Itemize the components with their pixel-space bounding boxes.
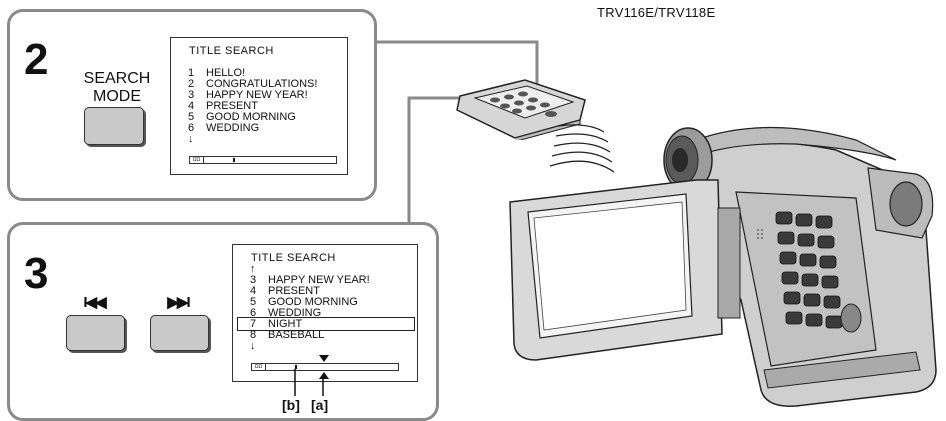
- title-text: HAPPY NEW YEAR!: [206, 89, 308, 101]
- infrared-signal-waves: [549, 124, 615, 173]
- title-text: NIGHT: [268, 318, 303, 330]
- title-text: CONGRATULATIONS!: [206, 78, 318, 90]
- search-mode-button[interactable]: [84, 107, 144, 145]
- label-a: [a]: [311, 397, 329, 413]
- title-number: 4: [250, 285, 257, 297]
- title-text: HELLO!: [206, 67, 246, 79]
- model-name: TRV116E/TRV118E: [597, 5, 716, 20]
- step3-screen-title: TITLE SEARCH: [251, 252, 336, 264]
- tape-icon: ΩΩ: [190, 157, 204, 163]
- title-number: 6: [188, 122, 195, 134]
- camcorder-illustration: [509, 126, 937, 407]
- tape-position-marker: [233, 158, 235, 162]
- title-text: PRESENT: [206, 100, 258, 112]
- label-b: [b]: [282, 397, 300, 413]
- search-mode-label-line1: SEARCH: [83, 70, 151, 87]
- title-list-item[interactable]: 4 PRESENT: [188, 101, 258, 112]
- title-text: WEDDING: [206, 122, 260, 134]
- title-number: 4: [188, 100, 195, 112]
- step2-title-search-screen: TITLE SEARCH 1 HELLO! 2 CONGRATULATIONS! 3 HA…: [170, 37, 348, 175]
- tape-icon: ΩΩ: [252, 364, 266, 370]
- step3-more-arrow: ↓: [250, 340, 256, 352]
- title-list-item[interactable]: 7 NIGHT: [250, 319, 302, 330]
- title-number: 6: [250, 307, 257, 319]
- title-number: 5: [250, 296, 257, 308]
- step3-tape-counter-bar: ΩΩ: [251, 363, 399, 371]
- forward-button[interactable]: [150, 315, 209, 351]
- title-number: 2: [188, 78, 195, 90]
- title-list-item[interactable]: 6 WEDDING: [250, 308, 321, 319]
- step2-tape-counter-bar: ΩΩ: [189, 156, 337, 164]
- step3-number: 3: [24, 249, 49, 298]
- step2-more-arrow: ↓: [188, 133, 194, 145]
- title-list-item[interactable]: 2 CONGRATULATIONS!: [188, 79, 317, 90]
- title-text: BASEBALL: [268, 329, 325, 341]
- title-list-item[interactable]: 6 WEDDING: [188, 123, 259, 134]
- selection-highlight-box: [237, 317, 415, 331]
- title-list-item[interactable]: 1 HELLO!: [188, 68, 245, 79]
- title-number: 8: [250, 329, 257, 341]
- end-point-triangle-marker: [319, 355, 329, 362]
- step2-screen-title: TITLE SEARCH: [189, 45, 274, 57]
- title-number: 3: [188, 89, 195, 101]
- title-list-item[interactable]: 5 GOOD MORNING: [188, 112, 296, 123]
- forward-symbol: ▶▶I: [167, 294, 190, 311]
- step3-up-arrow: ↑: [250, 263, 256, 275]
- search-mode-label-line2: MODE: [93, 88, 141, 105]
- current-position-marker: [295, 365, 297, 369]
- title-text: PRESENT: [268, 285, 320, 297]
- title-text: WEDDING: [268, 307, 322, 319]
- step2-number: 2: [24, 35, 49, 84]
- title-number: 5: [188, 111, 195, 123]
- title-list-item[interactable]: 3 HAPPY NEW YEAR!: [250, 275, 370, 286]
- title-number: 7: [250, 318, 257, 330]
- title-list-item[interactable]: 3 HAPPY NEW YEAR!: [188, 90, 308, 101]
- title-text: GOOD MORNING: [268, 296, 358, 308]
- title-list-item[interactable]: 5 GOOD MORNING: [250, 297, 358, 308]
- title-number: 3: [250, 274, 257, 286]
- rewind-button[interactable]: [66, 315, 125, 351]
- search-mode-label: SEARCH MODE: [74, 70, 160, 106]
- target-position-up-triangle: [319, 372, 329, 379]
- title-list-item[interactable]: 4 PRESENT: [250, 286, 320, 297]
- title-text: GOOD MORNING: [206, 111, 296, 123]
- title-number: 1: [188, 67, 195, 79]
- title-list-item[interactable]: 8 BASEBALL: [250, 330, 324, 341]
- title-text: HAPPY NEW YEAR!: [268, 274, 370, 286]
- rewind-symbol: I◀◀: [83, 294, 106, 311]
